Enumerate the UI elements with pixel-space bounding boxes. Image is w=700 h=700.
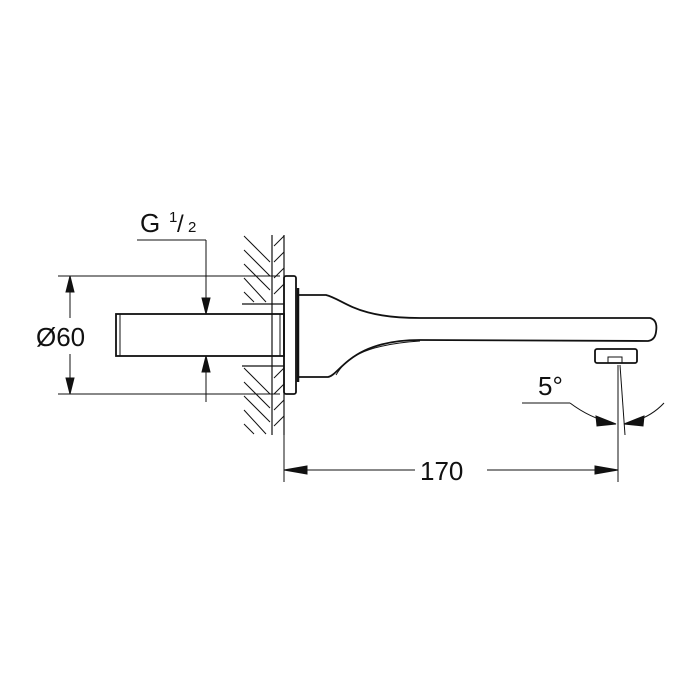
spout-body: [115, 275, 658, 395]
length-label: 170: [420, 456, 463, 486]
diameter-label: Ø60: [36, 322, 85, 352]
wall-section: [242, 235, 285, 435]
thread-label: G: [140, 208, 160, 238]
thread-fraction-slash: /: [177, 211, 184, 238]
thread-fraction-num: 1: [169, 209, 177, 226]
angle-label: 5°: [538, 371, 563, 401]
dimension-lines: [58, 239, 665, 482]
thread-fraction-den: 2: [188, 219, 196, 236]
